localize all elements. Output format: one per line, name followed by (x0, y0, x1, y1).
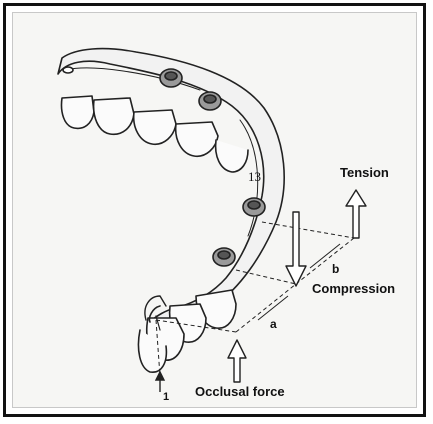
implant-bar (58, 49, 284, 332)
tooth-1-arrow (156, 372, 164, 392)
tension-label: Tension (340, 166, 389, 179)
compression-arrow (286, 212, 306, 286)
tooth-1-label: 1 (163, 392, 169, 403)
occlusal-force-arrow (228, 340, 246, 382)
dimension-b-label: b (332, 263, 339, 275)
tooth-13-label: 13 (248, 170, 261, 183)
anterior-teeth (138, 290, 236, 372)
tension-arrow (346, 190, 366, 238)
occlusal-force-label: Occlusal force (195, 385, 285, 398)
posterior-teeth (62, 96, 249, 172)
compression-label: Compression (312, 282, 395, 295)
dimension-a-label: a (270, 318, 277, 330)
